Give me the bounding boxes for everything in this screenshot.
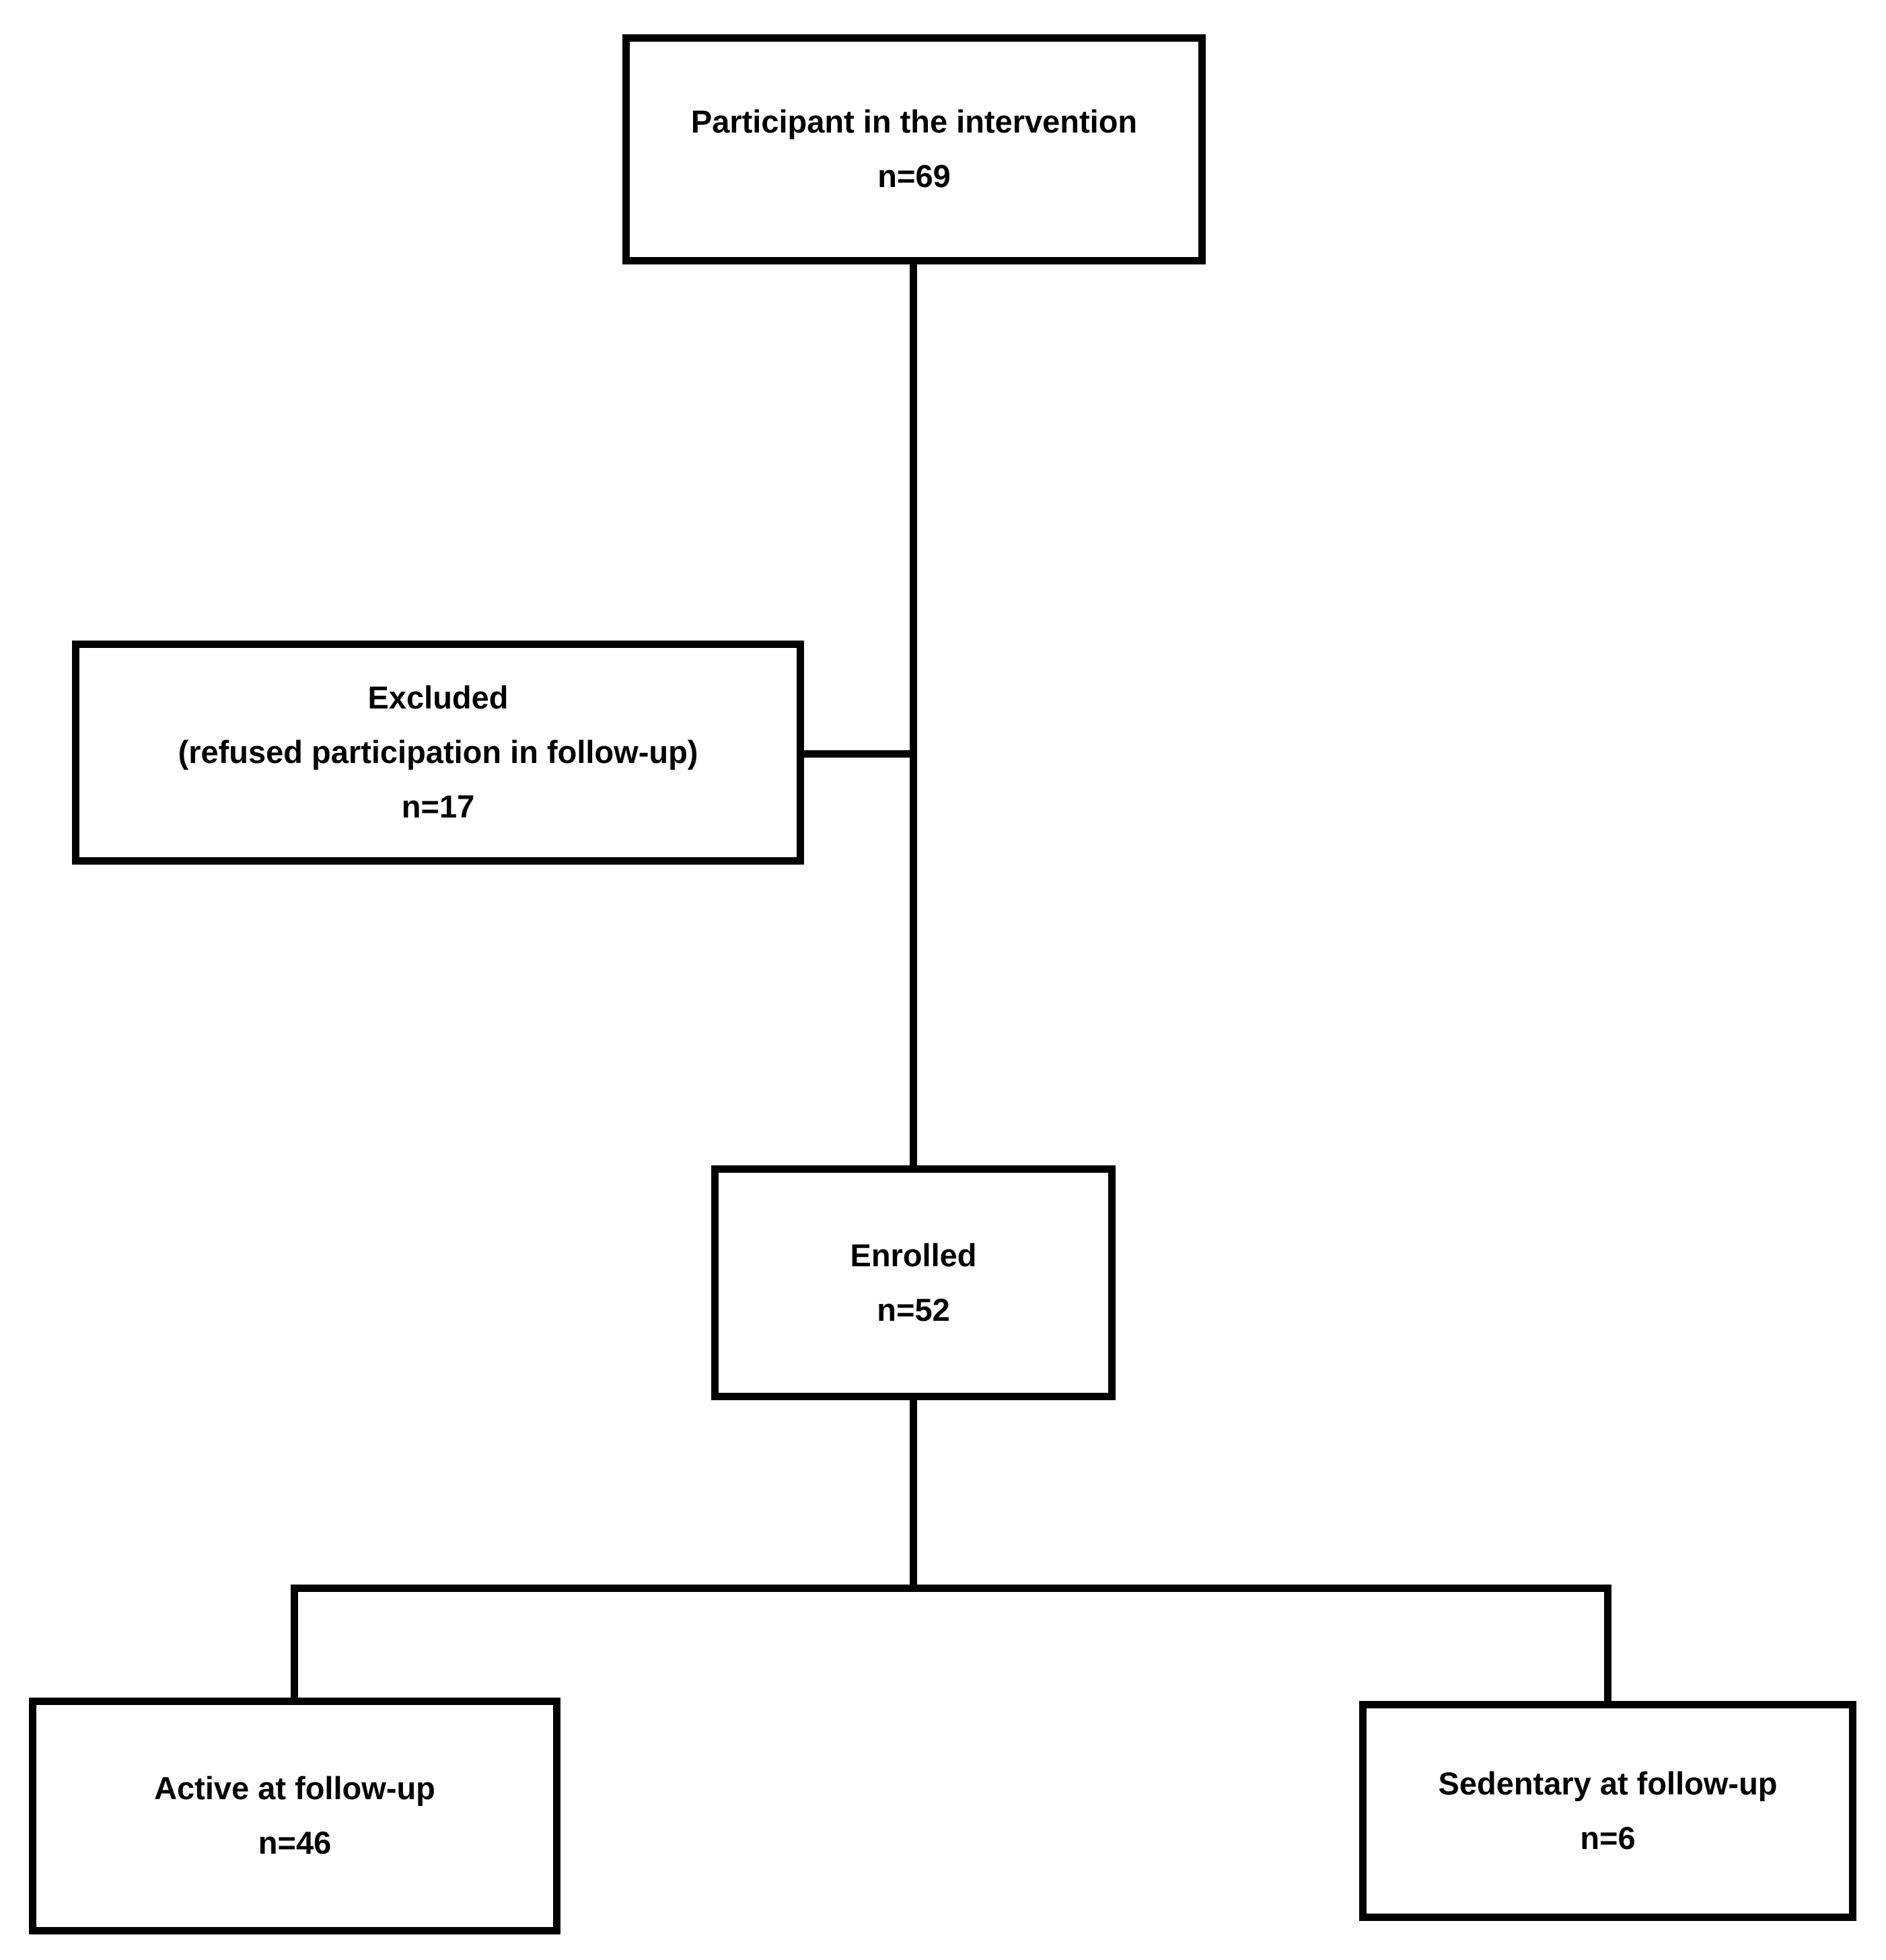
- flow-node-excluded: Excluded (refused participation in follo…: [72, 641, 804, 865]
- flow-node-intervention: Participant in the intervention n=69: [622, 34, 1206, 264]
- node-excluded-sublabel: (refused participation in follow-up): [178, 734, 698, 770]
- flow-node-sedentary-at-follow-up: Sedentary at follow-up n=6: [1359, 1701, 1856, 1921]
- node-sedentary-count: n=6: [1580, 1819, 1636, 1856]
- connector-enrolled-down: [910, 1400, 917, 1592]
- flow-node-active-at-follow-up: Active at follow-up n=46: [29, 1698, 560, 1934]
- node-sedentary-label: Sedentary at follow-up: [1438, 1765, 1778, 1801]
- node-active-label: Active at follow-up: [154, 1770, 435, 1807]
- node-active-count: n=46: [258, 1825, 332, 1860]
- node-excluded-label: Excluded: [367, 680, 509, 716]
- connector-excluded-branch: [804, 750, 917, 758]
- connector-branch-horizontal: [291, 1585, 1611, 1592]
- node-excluded-count: n=17: [401, 788, 475, 824]
- node-intervention-label: Participant in the intervention: [690, 104, 1138, 140]
- flow-node-enrolled: Enrolled n=52: [711, 1165, 1116, 1400]
- connector-intervention-to-enrolled: [910, 264, 917, 1165]
- node-intervention-count: n=69: [877, 158, 951, 194]
- connector-drop-to-active: [291, 1585, 298, 1698]
- connector-drop-to-sedentary: [1604, 1585, 1611, 1701]
- node-enrolled-count: n=52: [877, 1291, 950, 1328]
- node-enrolled-label: Enrolled: [850, 1237, 977, 1273]
